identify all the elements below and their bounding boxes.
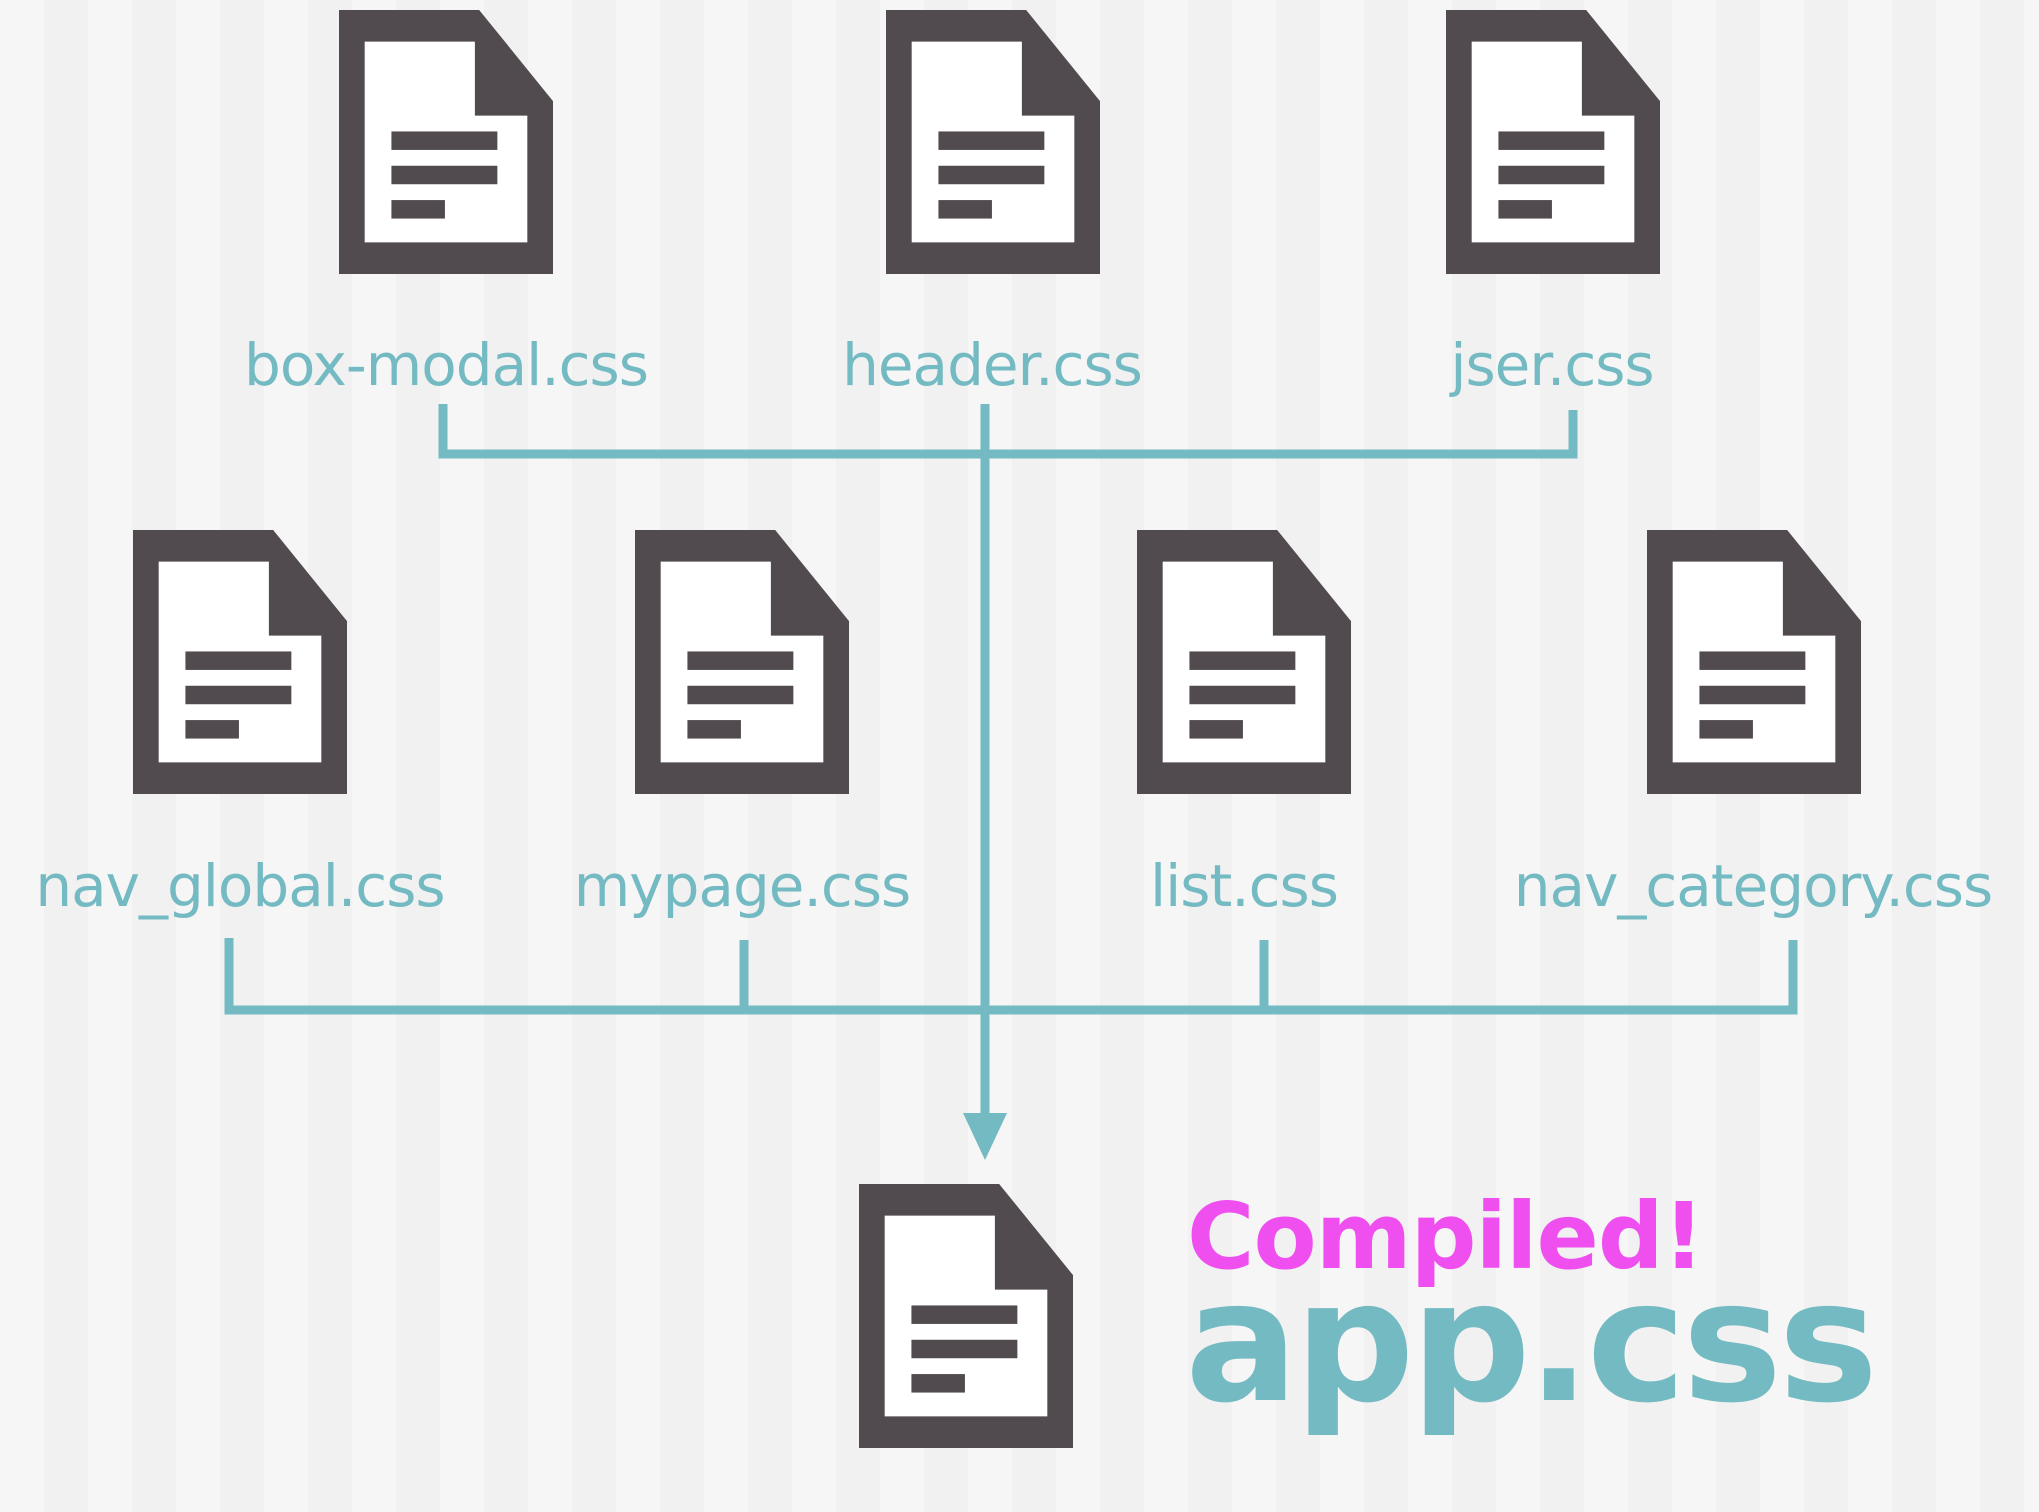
source-file-box-modal: box-modal.css — [244, 10, 649, 399]
document-icon — [1647, 530, 1861, 794]
source-file-header: header.css — [842, 10, 1143, 399]
file-label-mypage: mypage.css — [574, 852, 910, 920]
source-file-mypage: mypage.css — [574, 530, 911, 920]
file-label-header: header.css — [842, 331, 1142, 399]
file-label-nav-category: nav_category.css — [1514, 852, 1992, 920]
file-label-jser: jser.css — [1448, 331, 1653, 399]
source-file-nav-global: nav_global.css — [35, 530, 446, 920]
connector-lines — [224, 404, 1798, 1120]
connector-row1-bracket — [438, 404, 1578, 459]
document-icon — [1137, 530, 1351, 794]
document-icon — [635, 530, 849, 794]
connector-row2-bracket — [224, 938, 1798, 1015]
document-icon — [886, 10, 1100, 274]
document-icon — [859, 1184, 1073, 1448]
document-icon — [133, 530, 347, 794]
file-label-box-modal: box-modal.css — [244, 331, 648, 399]
output-file-app: Compiled! app.css — [859, 1183, 1878, 1448]
file-label-nav-global: nav_global.css — [35, 852, 444, 920]
output-file-label: app.css — [1185, 1244, 1874, 1440]
down-arrow-icon — [963, 1113, 1007, 1160]
source-file-nav-category: nav_category.css — [1514, 530, 1993, 920]
compiled-status: Compiled! — [1187, 1183, 1704, 1290]
source-file-list: list.css — [1137, 530, 1351, 920]
source-file-jser: jser.css — [1446, 10, 1660, 399]
file-label-list: list.css — [1150, 852, 1338, 920]
document-icon — [1446, 10, 1660, 274]
document-icon — [339, 10, 553, 274]
